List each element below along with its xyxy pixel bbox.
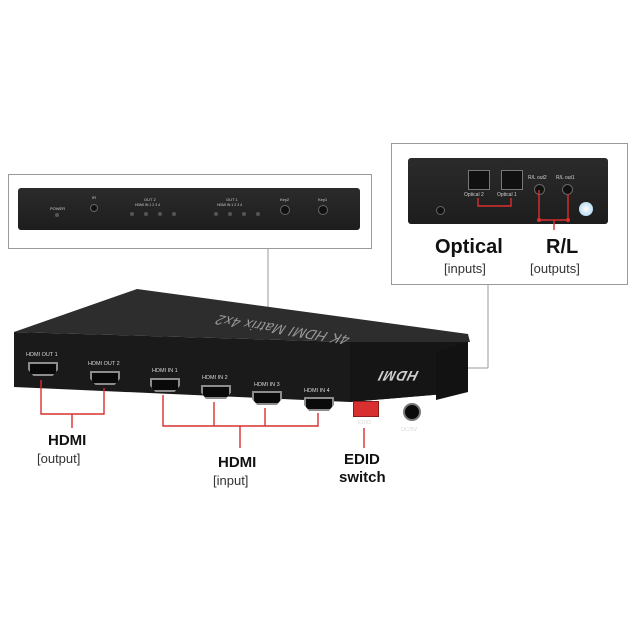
edid-callout-line1: EDID [344, 451, 380, 468]
key1-button [318, 205, 328, 215]
ir-sensor [90, 204, 98, 212]
edid-label: EDID [358, 420, 372, 426]
front-panel: POWER IR OUT 2 HDMI IN 1 2 3 4 OUT 1 HDM… [18, 188, 360, 230]
rear-audio-inset: Optical 2 Optical 1 R/L out2 R/L out1 Op… [391, 143, 628, 285]
hdmi-in-2-label: HDMI IN 2 [202, 375, 228, 381]
optical-2-port [468, 170, 490, 190]
out1-sub-label: HDMI IN 1 2 3 4 [217, 203, 243, 207]
hdmi-input-callout-title: HDMI [218, 454, 257, 471]
status-light [579, 202, 593, 216]
optical-callout-subtitle: [inputs] [444, 261, 486, 276]
out1-label: OUT 1 [226, 197, 238, 202]
hdmi-in-1-label: HDMI IN 1 [152, 368, 178, 374]
dc-label: DC/5V [401, 427, 418, 433]
rear-audio-panel: Optical 2 Optical 1 R/L out2 R/L out1 [408, 158, 608, 224]
power-label: POWER [50, 206, 66, 211]
optical-1-label: Optical 1 [497, 192, 517, 198]
optical-callout-title: Optical [435, 236, 503, 258]
edid-callout-line2: switch [339, 469, 386, 486]
hdmi-out-1-port [28, 362, 58, 376]
optical-1-port [501, 170, 523, 190]
out2-led-4 [172, 212, 176, 216]
hdmi-in-1-port [150, 378, 180, 392]
hdmi-in-3-label: HDMI IN 3 [254, 382, 280, 388]
out2-led-2 [144, 212, 148, 216]
hdmi-in-4-port [304, 397, 334, 411]
optical-2-label: Optical 2 [464, 192, 484, 198]
out1-led-2 [228, 212, 232, 216]
rl-callout-title: R/L [546, 236, 579, 258]
rl-out1-label: R/L out1 [556, 175, 575, 181]
hdmi-out-1-label: HDMI OUT 1 [26, 352, 58, 358]
hdmi-output-callout-subtitle: [output] [37, 451, 81, 466]
out1-led-1 [214, 212, 218, 216]
out2-sub-label: HDMI IN 1 2 3 4 [135, 203, 161, 207]
rl-callout-subtitle: [outputs] [530, 261, 580, 276]
key2-button [280, 205, 290, 215]
front-panel-inset: POWER IR OUT 2 HDMI IN 1 2 3 4 OUT 1 HDM… [8, 174, 372, 249]
hdmi-out-2-label: HDMI OUT 2 [88, 361, 120, 367]
power-led [55, 213, 59, 217]
hdmi-in-4-label: HDMI IN 4 [304, 388, 330, 394]
key1-label: Key1 [318, 197, 328, 202]
out1-led-4 [256, 212, 260, 216]
dc-power-jack [403, 403, 421, 421]
rl-out2-label: R/L out2 [528, 175, 547, 181]
rear-callout-lines [477, 190, 570, 230]
hdmi-input-callout-subtitle: [input] [213, 473, 249, 488]
hdmi-output-callout-title: HDMI [48, 432, 87, 449]
hdmi-out-2-port [90, 371, 120, 385]
hdmi-in-3-port [252, 391, 282, 405]
edid-switch [353, 401, 379, 417]
screw-hole [436, 206, 445, 215]
hdmi-in-2-port [201, 385, 231, 399]
key2-label: Key2 [280, 197, 290, 202]
out1-led-3 [242, 212, 246, 216]
out2-led-1 [130, 212, 134, 216]
ir-label: IR [92, 195, 96, 200]
out2-label: OUT 2 [144, 197, 156, 202]
out2-led-3 [158, 212, 162, 216]
